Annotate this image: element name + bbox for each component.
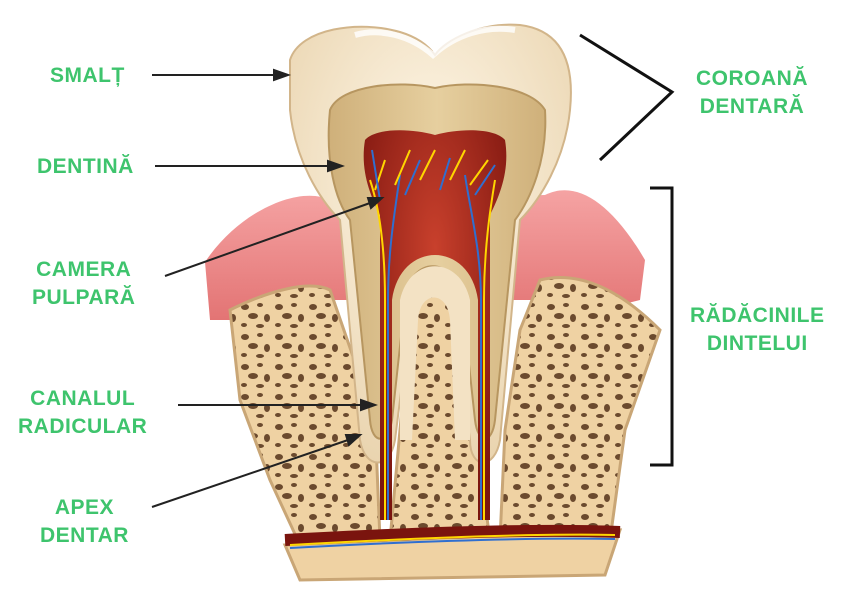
label-dentina: DENTINĂ — [37, 155, 134, 178]
label-canalul-radicular: CANALUL RADICULAR — [18, 387, 148, 438]
arrow-apex — [151, 439, 349, 508]
label-apex-dentar: APEX DENTAR — [40, 496, 129, 547]
label-camera-pulpara: CAMERA PULPARĂ — [32, 258, 136, 309]
label-coroana-dentara: COROANĂ DENTARĂ — [696, 67, 808, 118]
arrow-camera — [164, 202, 371, 277]
nerve-band — [284, 524, 621, 546]
label-smalt: SMALȚ — [50, 64, 125, 87]
inner-dentin-arch — [400, 266, 470, 440]
root-bracket — [650, 186, 674, 467]
crown-top — [354, 25, 516, 60]
label-radacinile-dintelui: RĂDĂCINILE DINTELUI — [690, 304, 825, 355]
pulp — [363, 130, 507, 520]
bone-right — [498, 275, 662, 542]
crown-bracket — [579, 33, 675, 162]
nerves-vessels — [289, 149, 616, 549]
leader-lines — [151, 68, 385, 508]
